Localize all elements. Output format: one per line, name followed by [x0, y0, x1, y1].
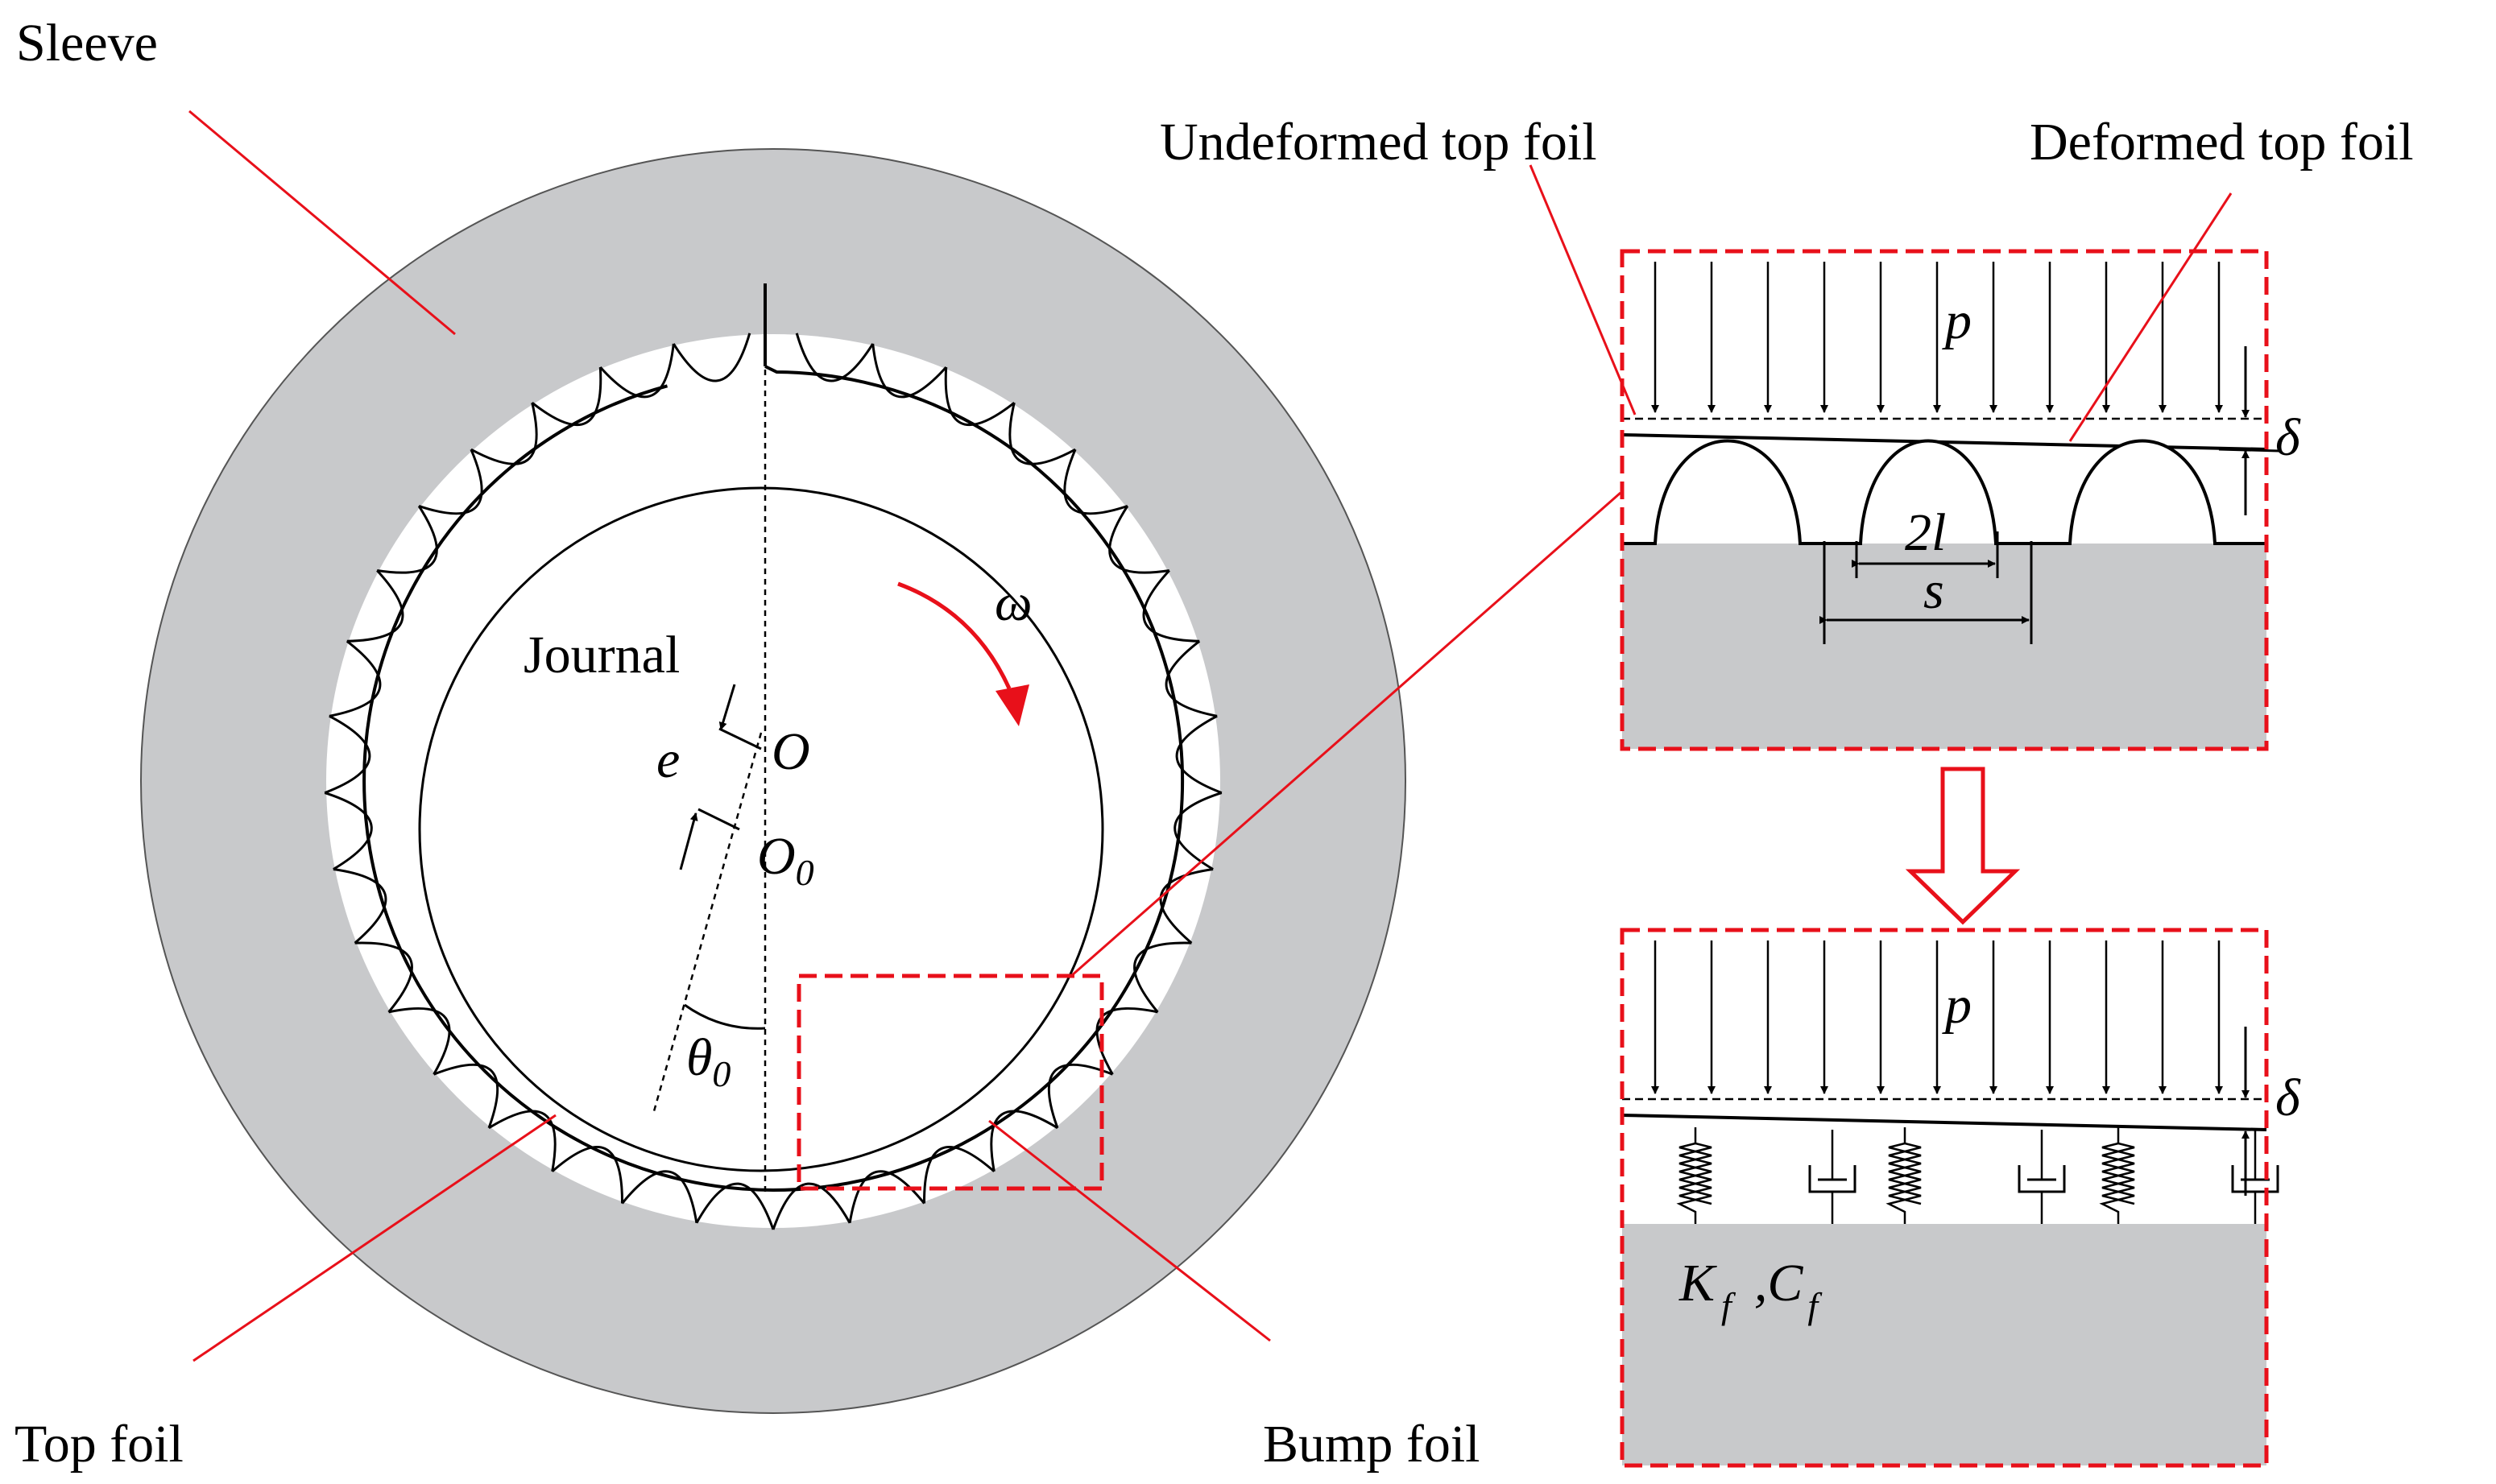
p-symbol-bottom: p [1942, 976, 1972, 1035]
bump-arc [1175, 714, 1223, 795]
e-extension-top [718, 727, 762, 750]
detail-panel-model [1620, 928, 2279, 1468]
spring-coil-back [2101, 1142, 2135, 1205]
bump-arc [1133, 941, 1192, 1013]
detail-panel-bumps [1529, 164, 2280, 751]
bump-arc [944, 366, 1016, 427]
top-foil-label: Top foil [14, 1415, 184, 1474]
theta0-symbol: θ0 [686, 1028, 731, 1094]
spring-damper-elements [1676, 1127, 2279, 1224]
eccentricity-line-dashed [652, 732, 763, 1112]
bump-arc [324, 792, 373, 870]
bump-arc [354, 941, 413, 1013]
pressure-arrows-bottom [1651, 940, 2223, 1094]
rotation-arrow-shaft [897, 581, 1012, 690]
undeformed-leader [1529, 164, 1637, 415]
bump-arc [488, 1110, 557, 1172]
bump-arc [333, 868, 387, 945]
top-foil-left-tail [567, 384, 668, 428]
sleeve-leader [188, 110, 456, 336]
bump-arc [599, 343, 675, 399]
top-foil-leader [192, 1114, 557, 1362]
sleeve-label: Sleeve [16, 14, 158, 72]
transition-down-arrow [1905, 767, 2021, 925]
bump-arc [324, 714, 371, 795]
delta-symbol-bottom: δ [2275, 1069, 2301, 1127]
bump-arc [1165, 640, 1218, 717]
theta0-angle-arc [684, 1003, 766, 1030]
pressure-arrows-top [1651, 262, 2223, 413]
zoom-connector [1070, 491, 1621, 978]
delta-symbol-top: δ [2275, 408, 2301, 467]
bump-arc [1159, 868, 1214, 945]
journal-label: Journal [524, 626, 680, 684]
e-arrow-bottom [679, 812, 698, 870]
detail-top-frame [1620, 249, 2269, 751]
bump-arc [695, 1182, 775, 1230]
model-deformed-line [1621, 1114, 2267, 1131]
bump-arc [329, 640, 382, 717]
spring-coil-back [1678, 1142, 1712, 1205]
bump-arc [418, 449, 483, 515]
deformed-leader [2068, 192, 2233, 442]
bump-arc [772, 1182, 851, 1230]
undeformed-top-foil-label: Undeformed top foil [1160, 113, 1597, 172]
delta-ext-1 [2218, 448, 2280, 453]
bump-arc [346, 569, 404, 643]
omega-symbol: ω [995, 573, 1033, 632]
bump-arc [1008, 402, 1076, 465]
O0-symbol: O0 [757, 827, 814, 893]
sleeve-bore [326, 334, 1220, 1228]
bump-arc [795, 333, 874, 382]
journal-circle [418, 486, 1104, 1172]
bump-arc [1108, 505, 1170, 574]
bump-arc [388, 1007, 451, 1075]
detail-bottom-frame [1620, 928, 2269, 1468]
rotation-arrowhead [996, 684, 1029, 726]
bump-foil-profile [1622, 439, 2266, 545]
e-extension-bottom [697, 808, 740, 831]
p-symbol-top: p [1942, 291, 1972, 350]
bump-arc [1142, 569, 1200, 643]
bump-foil-label: Bump foil [1263, 1415, 1480, 1474]
bump-foil-arcs [324, 333, 1223, 1230]
O-symbol: O [772, 722, 810, 781]
s-symbol: s [1923, 561, 1944, 620]
bump-arc [433, 1063, 499, 1129]
detail-bottom-substrate [1622, 1224, 2266, 1465]
bump-arc [1063, 449, 1128, 515]
two-l-symbol: 2l [1905, 503, 1946, 562]
deformed-top-foil-label: Deformed top foil [2030, 113, 2414, 172]
top-foil-ring [362, 365, 1185, 1192]
bump-arc [376, 505, 438, 574]
e-symbol: e [656, 730, 680, 789]
bump-arc [621, 1170, 698, 1224]
bump-arc [922, 1146, 996, 1204]
bump-arc [990, 1110, 1058, 1172]
e-arrow-top [718, 684, 736, 730]
bump-arc [470, 402, 538, 465]
bump-arc [1047, 1063, 1113, 1129]
bearing-cross-section [140, 110, 1621, 1414]
bump-foil-leader [988, 1119, 1271, 1342]
bump-arc [551, 1146, 624, 1204]
bump-arc [531, 366, 602, 427]
bump-arc [871, 343, 947, 399]
bump-arc [673, 333, 751, 382]
detail-top-substrate [1622, 544, 2266, 749]
bump-arc [1173, 792, 1223, 870]
spring-coil-back [1888, 1142, 1922, 1205]
